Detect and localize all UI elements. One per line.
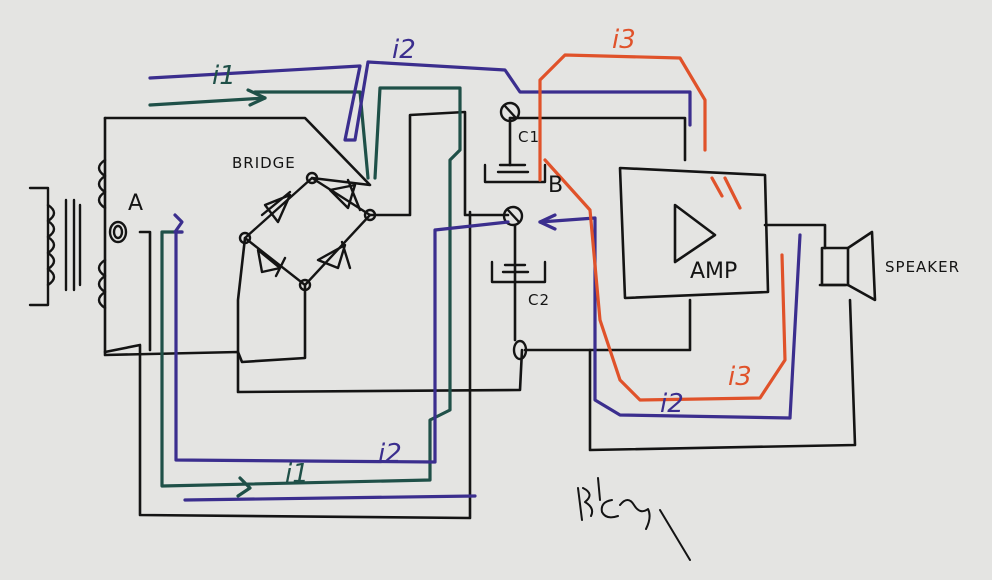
current-i1-path <box>148 86 462 498</box>
node-b-label: B <box>548 173 563 198</box>
current-i2-bottom-right-label: i2 <box>660 389 684 419</box>
capacitor-c1 <box>483 101 547 184</box>
current-i3-top-label: i3 <box>612 25 636 55</box>
current-i1-top-label: i1 <box>212 61 236 91</box>
bridge-rectifier <box>238 171 377 292</box>
amplifier <box>618 166 770 300</box>
speaker <box>820 230 877 302</box>
c1-label: C1 <box>518 128 540 146</box>
labels: A B BRIDGE C1 C2 AMP SPEAKER i1 i1 i2 i2… <box>128 25 960 489</box>
current-i3-right-label: i3 <box>728 362 752 392</box>
capacitor-c2 <box>490 205 547 361</box>
c2-label: C2 <box>528 291 550 309</box>
speaker-label: SPEAKER <box>885 258 960 276</box>
bridge-label: BRIDGE <box>232 154 296 172</box>
node-a-label: A <box>128 191 143 216</box>
amp-label: AMP <box>690 259 737 284</box>
current-i2-path <box>148 60 802 502</box>
current-i3-path <box>538 53 787 402</box>
current-i2-bottom-left-label: i2 <box>378 439 402 469</box>
current-i1-bottom-label: i1 <box>285 459 309 489</box>
node-a-junction <box>108 220 128 244</box>
signature <box>577 477 691 561</box>
transformer <box>28 158 107 310</box>
current-i2-top-label: i2 <box>392 35 416 65</box>
